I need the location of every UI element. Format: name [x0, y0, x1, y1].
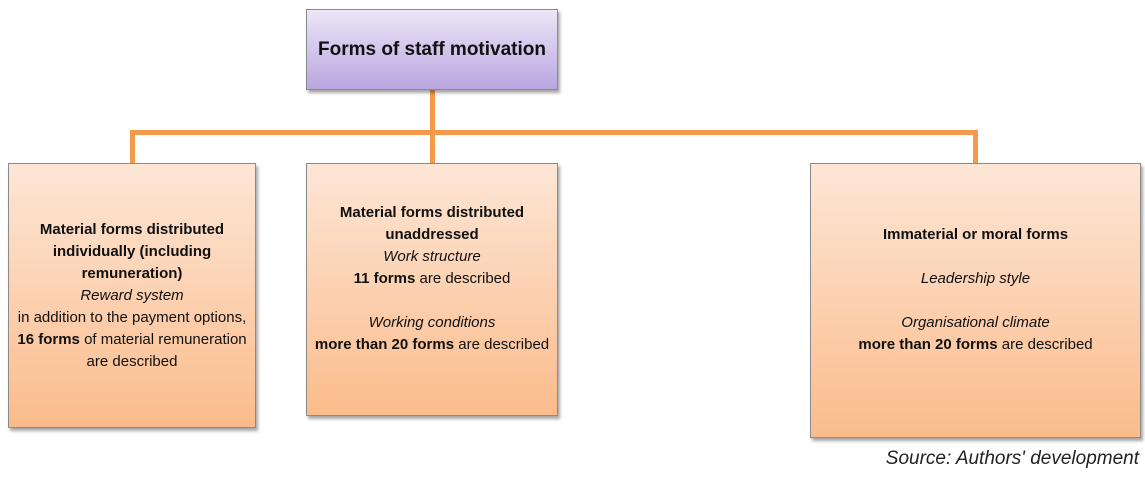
node-bold: 16 forms: [17, 330, 80, 348]
node-bold: 11 forms: [353, 269, 416, 287]
connector-horizontal: [130, 130, 978, 135]
root-title: Forms of staff motivation: [317, 38, 546, 60]
node-text: in addition to the payment options,: [17, 308, 247, 326]
node-material-individual: Material forms distributed individually …: [8, 163, 256, 428]
node-immaterial: Immaterial or moral forms Leadership sty…: [810, 163, 1141, 438]
node-bold: more than 20 forms: [858, 335, 998, 353]
root-node: Forms of staff motivation: [306, 9, 558, 90]
node-heading: Material forms distributed individually …: [39, 220, 225, 282]
node-sub: Working conditions: [368, 313, 496, 331]
connector-root-down: [430, 90, 435, 134]
node-text: are described: [1001, 335, 1093, 353]
node-text: are described: [458, 335, 550, 353]
node-sub: Work structure: [383, 247, 481, 265]
connector-left: [130, 130, 135, 163]
source-caption: Source: Authors' development: [885, 448, 1139, 469]
node-heading: Material forms distributed unaddressed: [339, 203, 525, 243]
node-sub: Organisational climate: [901, 313, 1050, 331]
connector-middle: [430, 130, 435, 163]
node-material-unaddressed: Material forms distributed unaddressed W…: [306, 163, 558, 416]
node-text: are described: [419, 269, 511, 287]
connector-right: [973, 130, 978, 163]
node-text: of material remuneration are described: [84, 330, 247, 370]
node-heading: Immaterial or moral forms: [882, 225, 1069, 243]
node-bold: more than 20 forms: [314, 335, 455, 353]
node-sub: Reward system: [80, 286, 184, 304]
node-sub: Leadership style: [920, 269, 1031, 287]
